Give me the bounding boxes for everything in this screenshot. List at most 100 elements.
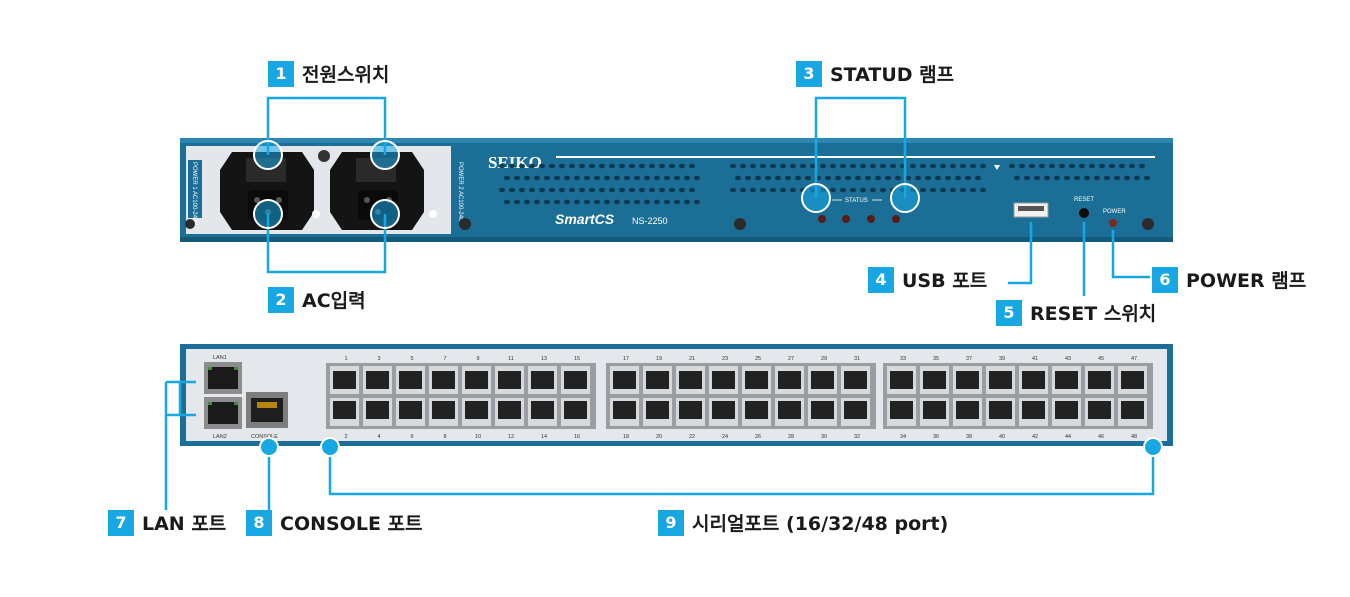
- callout-label: STATUD 램프: [830, 64, 955, 86]
- callout-power-lamp: 6 POWER 램프: [1152, 266, 1306, 293]
- status-lamp: [867, 215, 875, 223]
- serial-port[interactable]: [396, 366, 425, 394]
- serial-port[interactable]: [808, 398, 837, 426]
- serial-port[interactable]: [709, 366, 738, 394]
- serial-port[interactable]: [676, 366, 705, 394]
- serial-port[interactable]: [808, 366, 837, 394]
- port-number-top: 39: [999, 356, 1005, 362]
- serial-port[interactable]: [643, 366, 672, 394]
- port-number-top: 29: [821, 356, 827, 362]
- reset-button[interactable]: [1079, 208, 1089, 218]
- callout-badge: 5: [996, 299, 1022, 326]
- serial-port[interactable]: [986, 398, 1015, 426]
- port-number-top: 11: [508, 356, 514, 362]
- port-number-bottom: 28: [788, 434, 794, 440]
- serial-port[interactable]: [841, 398, 870, 426]
- callout-console-port: 8 CONSOLE 포트: [246, 509, 423, 536]
- serial-port[interactable]: [429, 398, 458, 426]
- port-number-top: 23: [722, 356, 728, 362]
- power-label: POWER: [1103, 209, 1126, 215]
- serial-port[interactable]: [920, 366, 949, 394]
- serial-port[interactable]: [561, 366, 590, 394]
- serial-port[interactable]: [396, 398, 425, 426]
- serial-port[interactable]: [561, 398, 590, 426]
- port-number-top: 7: [443, 356, 446, 362]
- serial-port[interactable]: [330, 366, 359, 394]
- serial-port[interactable]: [676, 398, 705, 426]
- front-callout-lines: [266, 96, 1150, 296]
- serial-port[interactable]: [953, 398, 982, 426]
- serial-port[interactable]: [1118, 366, 1147, 394]
- rear-callout-circles: [259, 437, 1163, 457]
- serial-port[interactable]: [1118, 398, 1147, 426]
- serial-port[interactable]: [495, 366, 524, 394]
- lan2-label: LAN2: [213, 434, 227, 440]
- callout-label: POWER 램프: [1186, 270, 1307, 292]
- serial-port[interactable]: [1085, 398, 1114, 426]
- status-lamps: [818, 215, 900, 223]
- serial-ports: [326, 363, 1153, 429]
- port-number-top: 35: [933, 356, 939, 362]
- port-number-bottom: 36: [933, 434, 939, 440]
- serial-port[interactable]: [363, 366, 392, 394]
- serial-port[interactable]: [462, 398, 491, 426]
- port-number-bottom: 38: [966, 434, 972, 440]
- serial-port[interactable]: [841, 366, 870, 394]
- serial-port[interactable]: [953, 366, 982, 394]
- serial-port[interactable]: [1052, 398, 1081, 426]
- port-number-top: 37: [966, 356, 972, 362]
- serial-port[interactable]: [742, 366, 771, 394]
- callout-label: AC입력: [302, 290, 366, 312]
- serial-port[interactable]: [429, 366, 458, 394]
- serial-port[interactable]: [1052, 366, 1081, 394]
- lan-port[interactable]: [204, 397, 242, 429]
- console-port[interactable]: [246, 392, 288, 428]
- serial-port[interactable]: [363, 398, 392, 426]
- status-lamp: [818, 215, 826, 223]
- serial-port[interactable]: [887, 366, 916, 394]
- serial-port[interactable]: [887, 398, 916, 426]
- port-number-bottom: 48: [1131, 434, 1137, 440]
- port-number-bottom: 18: [623, 434, 629, 440]
- serial-port[interactable]: [709, 398, 738, 426]
- callout-badge: 8: [246, 509, 272, 536]
- serial-port[interactable]: [610, 398, 639, 426]
- serial-port[interactable]: [775, 366, 804, 394]
- serial-port[interactable]: [1019, 366, 1048, 394]
- port-number-bottom: 32: [854, 434, 860, 440]
- serial-port[interactable]: [1019, 398, 1048, 426]
- serial-port[interactable]: [330, 398, 359, 426]
- serial-port[interactable]: [986, 366, 1015, 394]
- lan-port[interactable]: [204, 362, 242, 394]
- port-number-top: 17: [623, 356, 629, 362]
- status-lamp: [842, 215, 850, 223]
- port-number-top: 45: [1098, 356, 1104, 362]
- port-number-top: 43: [1065, 356, 1071, 362]
- callout-badge: 9: [658, 509, 684, 536]
- callout-label: 전원스위치: [302, 64, 390, 86]
- port-number-bottom: 16: [574, 434, 580, 440]
- port-number-top: 1: [344, 356, 347, 362]
- callout-status-lamp: 3 STATUD 램프: [796, 60, 954, 87]
- serial-port[interactable]: [1085, 366, 1114, 394]
- port-number-bottom: 20: [656, 434, 662, 440]
- port-number-bottom: 34: [900, 434, 906, 440]
- psu-right-label: POWER 2 AC100-240V: [457, 162, 463, 225]
- serial-port[interactable]: [495, 398, 524, 426]
- serial-port[interactable]: [528, 398, 557, 426]
- callout-badge: 3: [796, 60, 822, 87]
- serial-port[interactable]: [920, 398, 949, 426]
- serial-port[interactable]: [643, 398, 672, 426]
- psu-left-label: POWER 1 AC100-240V: [191, 162, 197, 225]
- port-number-top: 31: [854, 356, 860, 362]
- callout-serial-ports: 9 시리얼포트 (16/32/48 port): [658, 509, 948, 536]
- callout-label: RESET 스위치: [1030, 303, 1157, 325]
- port-number-bottom: 44: [1065, 434, 1071, 440]
- power-lamp: [1109, 219, 1117, 227]
- serial-port[interactable]: [742, 398, 771, 426]
- serial-port[interactable]: [610, 366, 639, 394]
- serial-port[interactable]: [775, 398, 804, 426]
- serial-port[interactable]: [462, 366, 491, 394]
- serial-port[interactable]: [528, 366, 557, 394]
